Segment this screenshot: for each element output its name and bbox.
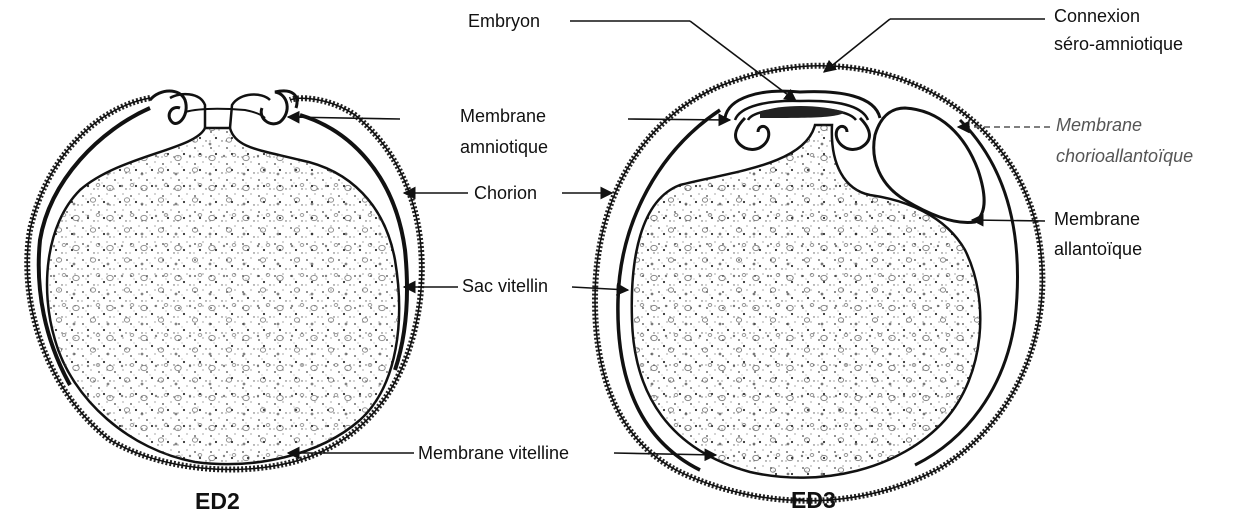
caption-ed2: ED2 — [195, 488, 240, 514]
label-membrane-amniotique-line2: amniotique — [458, 136, 550, 158]
label-sac-vitellin: Sac vitellin — [460, 275, 550, 297]
label-chorioallantoique-line2: chorioallantoïque — [1054, 145, 1195, 167]
label-connexion-line2: séro-amniotique — [1052, 33, 1185, 55]
label-allantoique-line1: Membrane — [1052, 208, 1142, 230]
label-connexion-line1: Connexion — [1052, 5, 1142, 27]
label-membrane-amniotique-line1: Membrane — [458, 105, 548, 127]
label-chorion: Chorion — [472, 182, 539, 204]
label-embryon: Embryon — [466, 10, 542, 32]
label-chorioallantoique-line1: Membrane — [1054, 114, 1144, 136]
ed3-embryo — [760, 106, 845, 118]
caption-ed3: ED3 — [791, 487, 836, 513]
label-allantoique-line2: allantoïque — [1052, 238, 1144, 260]
label-membrane-vitelline: Membrane vitelline — [416, 442, 571, 464]
egg-ed2 — [27, 91, 422, 470]
egg-ed3 — [595, 66, 1042, 501]
